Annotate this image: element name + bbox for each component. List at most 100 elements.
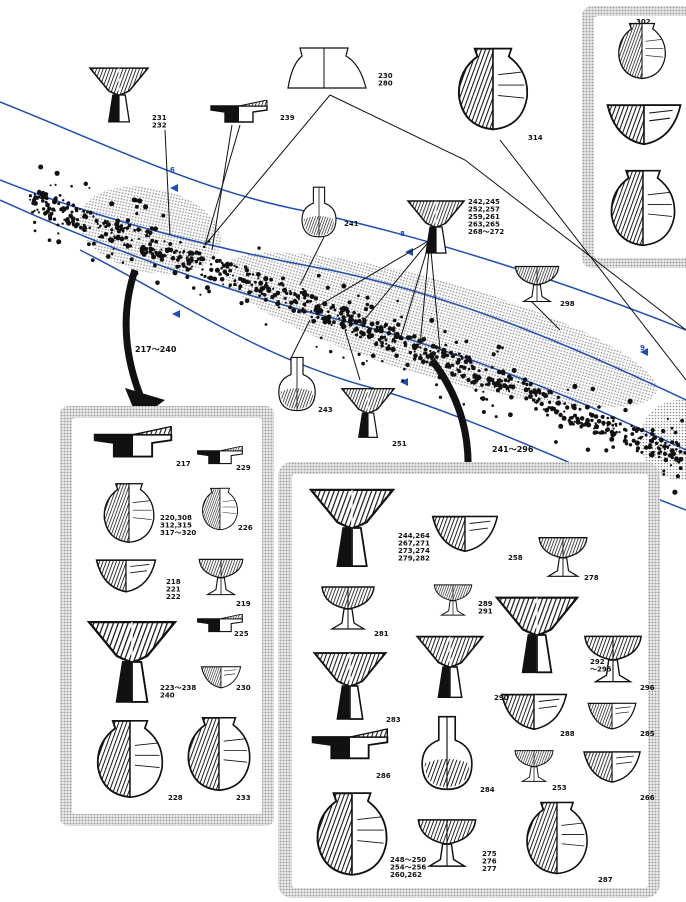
vessel-label-283: 283 (386, 716, 401, 724)
sherd-dot (380, 344, 384, 348)
sherd-dot (666, 417, 670, 420)
sherd-dot (508, 412, 513, 418)
vessel-231 (89, 67, 149, 123)
sherd-dot (345, 309, 350, 314)
sherd-dot (496, 344, 502, 350)
sherd-dot (361, 323, 366, 328)
vessel-242 (407, 200, 465, 254)
sherd-scatter (28, 164, 686, 495)
sherd-dot (451, 354, 455, 359)
sherd-dot (233, 264, 236, 267)
sherd-dot (460, 374, 463, 377)
sherd-dot (487, 380, 491, 384)
sherd-dot (631, 426, 637, 432)
sherd-dot (636, 427, 640, 431)
sherd-dot (579, 416, 585, 421)
sherd-dot (361, 361, 365, 366)
sherd-dot (662, 444, 667, 449)
sherd-dot (315, 310, 321, 316)
sherd-dot (46, 203, 50, 207)
sherd-dot (319, 336, 323, 340)
sherd-dot (482, 390, 485, 393)
sherd-dot (306, 299, 310, 304)
sherd-dot (166, 247, 172, 253)
sherd-dot (359, 335, 362, 339)
sherd-dot (212, 276, 218, 282)
sherd-dot (103, 232, 109, 237)
sherd-dot (596, 418, 602, 424)
sherd-dot (61, 210, 65, 214)
vessel-label-233: 233 (236, 794, 251, 802)
sherd-dot (664, 441, 667, 445)
sherd-dot (247, 290, 252, 295)
sherd-dot (611, 423, 615, 427)
sherd-dot (454, 353, 458, 356)
sherd-dot (70, 210, 74, 214)
sherd-dot (254, 287, 259, 293)
sherd-dot (172, 270, 178, 276)
sherd-dot (88, 210, 93, 215)
sherd-dot (250, 290, 253, 293)
sherd-dot (654, 441, 659, 446)
sherd-dot (573, 420, 576, 423)
sherd-dot (283, 296, 287, 300)
vessel-243 (278, 356, 316, 412)
sherd-dot (604, 428, 609, 433)
sherd-dot (419, 353, 422, 357)
sherd-dot (580, 422, 584, 425)
sherd-dot (476, 374, 482, 381)
sherd-dot (311, 318, 317, 324)
sherd-dot (524, 396, 529, 401)
sherd-dot (456, 357, 461, 362)
vessel-label-278: 278 (584, 574, 599, 582)
sherd-dot (502, 383, 508, 389)
sherd-dot (342, 324, 347, 329)
connector-lines (164, 94, 686, 381)
sherd-dot (657, 451, 661, 455)
sherd-dot (297, 309, 301, 314)
sherd-dot (606, 420, 611, 426)
sherd-dot (374, 328, 379, 333)
sherd-dot (412, 345, 418, 351)
sherd-dot (221, 263, 226, 268)
sherd-dot (263, 276, 269, 282)
vessel-label-230b: 230 (236, 684, 251, 692)
sherd-dot (214, 258, 220, 264)
sherd-dot (385, 342, 388, 345)
sherd-dot (45, 209, 50, 214)
sherd-dot (534, 394, 538, 397)
sherd-dot (82, 215, 85, 219)
sherd-dot (449, 350, 454, 355)
sherd-dot (429, 317, 435, 323)
sherd-dot (661, 428, 666, 434)
sherd-dot (381, 329, 384, 333)
vessel-label-284: 284 (480, 786, 495, 794)
sherd-dot (392, 318, 397, 323)
sherd-dot (33, 193, 36, 196)
sherd-dot (635, 449, 639, 453)
sherd-dot (462, 403, 466, 406)
sherd-dot (511, 368, 517, 373)
sherd-dot (125, 226, 130, 230)
sherd-dot (598, 431, 602, 435)
vessel-label-239: 239 (280, 114, 295, 122)
sherd-dot (157, 250, 163, 257)
sherd-dot (458, 352, 461, 356)
sherd-dot (164, 254, 167, 257)
sherd-dot (392, 329, 395, 332)
sherd-dot (612, 427, 615, 430)
sherd-dot (663, 448, 666, 451)
sherd-dot (409, 335, 412, 339)
sherd-dot (601, 420, 606, 426)
sherd-dot (618, 431, 621, 434)
sherd-dot (353, 319, 359, 325)
sherd-dot (370, 353, 376, 359)
sherd-dot (185, 267, 190, 272)
vessel-label-258: 258 (508, 554, 523, 562)
sherd-dot (134, 198, 138, 203)
sherd-dot (498, 385, 503, 390)
sherd-dot (341, 283, 347, 289)
sherd-dot (459, 354, 463, 358)
sherd-dot (390, 346, 396, 352)
